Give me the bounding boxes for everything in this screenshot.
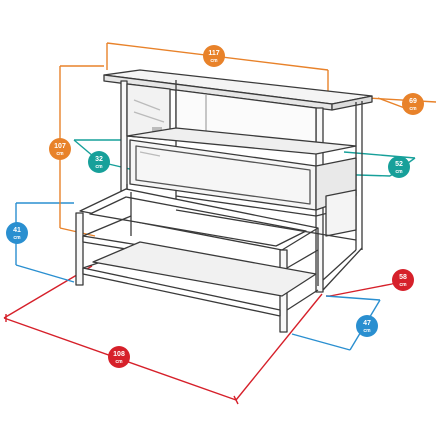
badge-unit: cm [56,151,64,157]
badge-unit: cm [409,106,417,112]
front-left-leg [120,80,128,192]
badge-drawer-left: 32 cm [88,151,110,173]
badge-unit: cm [210,58,218,64]
badge-unit: cm [95,164,103,170]
badge-value: 47 [363,320,371,327]
badge-value: 108 [113,351,125,358]
tabletop-side [331,95,373,111]
badge-value: 41 [13,227,21,234]
badge-unit: cm [115,359,123,365]
badge-drawer-right: 52 cm [388,156,410,178]
badge-top-depth: 69 cm [402,93,424,115]
badge-value: 32 [95,156,103,163]
step-height-dimension [15,202,75,283]
badge-height: 107 cm [49,138,71,160]
badge-unit: cm [13,235,21,241]
badge-unit: cm [395,169,403,175]
badge-value: 117 [208,50,219,57]
badge-value: 52 [395,161,403,168]
badge-value: 58 [399,274,407,281]
badge-value: 69 [409,98,417,105]
bottom-shelf [92,241,317,297]
badge-base-width: 108 cm [108,346,130,368]
badge-step-height: 41 cm [6,222,28,244]
furniture [75,69,373,333]
badge-value: 107 [54,143,66,150]
step-leg-front-left [75,212,84,286]
badge-unit: cm [399,282,407,288]
badge-base-depth: 58 cm [392,269,414,291]
middle-shelf [126,127,357,155]
badge-top-width: 117 cm [203,45,225,67]
badge-unit: cm [363,328,371,334]
badge-step-depth: 47 cm [356,315,378,337]
